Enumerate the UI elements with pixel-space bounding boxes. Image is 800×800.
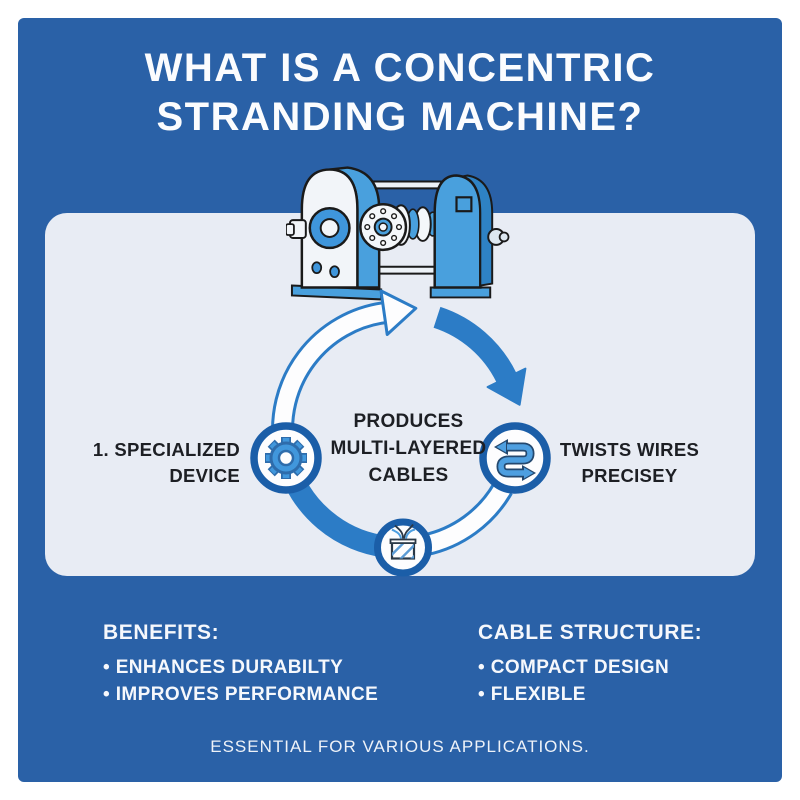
cycle-arc-bottom-right (422, 482, 513, 557)
cable-structure-item: • FLEXIBLE (478, 684, 586, 705)
cycle-left-line1: 1. SPECIALIZED (92, 439, 240, 460)
cycle-node-specialized-device (250, 422, 322, 494)
machine-right-frame (433, 174, 510, 289)
gear-icon (265, 437, 307, 479)
stranding-machine-illustration (285, 161, 514, 306)
machine-top-rail (364, 180, 446, 190)
stranding-machine-icon (285, 166, 510, 301)
cycle-diagram (235, 288, 575, 592)
page-title-line1: WHAT IS A CONCENTRIC (144, 46, 656, 90)
cycle-ring (250, 289, 551, 577)
cable-structure-heading: CABLE STRUCTURE: (478, 621, 703, 644)
machine-left-frame (285, 166, 381, 289)
swap-arrows-icon (494, 439, 536, 481)
cycle-center-line1: PRODUCES (353, 411, 464, 432)
cycle-arrowhead-right (486, 367, 527, 406)
page-title-line2: STRANDING MACHINE? (156, 95, 644, 139)
cable-structure-section: CABLE STRUCTURE: • COMPACT DESIGN • FLEX… (478, 621, 758, 708)
page-title: WHAT IS A CONCENTRIC STRANDING MACHINE? (60, 44, 740, 142)
benefits-section: BENEFITS: • ENHANCES DURABILTY • IMPROVE… (103, 621, 433, 708)
cycle-arc-top-right (433, 306, 517, 383)
wire-sprout-box-icon (389, 523, 417, 560)
cycle-arrowhead-top (379, 289, 418, 336)
cycle-right-line2: PRECISEY (581, 465, 678, 486)
cycle-right-label: TWISTS WIRES PRECISEY (557, 437, 702, 489)
benefits-heading: BENEFITS: (103, 621, 220, 644)
footer-tagline: ESSENTIAL FOR VARIOUS APPLICATIONS. (210, 737, 590, 756)
cycle-node-cable-output (374, 518, 432, 577)
cycle-node-twists-wires (479, 422, 551, 494)
cycle-center-line2: MULTI-LAYERED (330, 438, 487, 459)
cycle-left-line2: DEVICE (169, 465, 240, 486)
cycle-left-label: 1. SPECIALIZED DEVICE (58, 437, 240, 489)
benefits-item: • IMPROVES PERFORMANCE (103, 684, 379, 705)
cable-structure-item: • COMPACT DESIGN (478, 657, 670, 678)
benefits-item: • ENHANCES DURABILTY (103, 657, 344, 678)
cycle-arc-top-left (271, 301, 386, 448)
cycle-right-line1: TWISTS WIRES (559, 439, 700, 460)
cycle-center-line3: CABLES (368, 465, 449, 486)
cycle-center-label: PRODUCES MULTI-LAYERED CABLES (306, 408, 511, 489)
